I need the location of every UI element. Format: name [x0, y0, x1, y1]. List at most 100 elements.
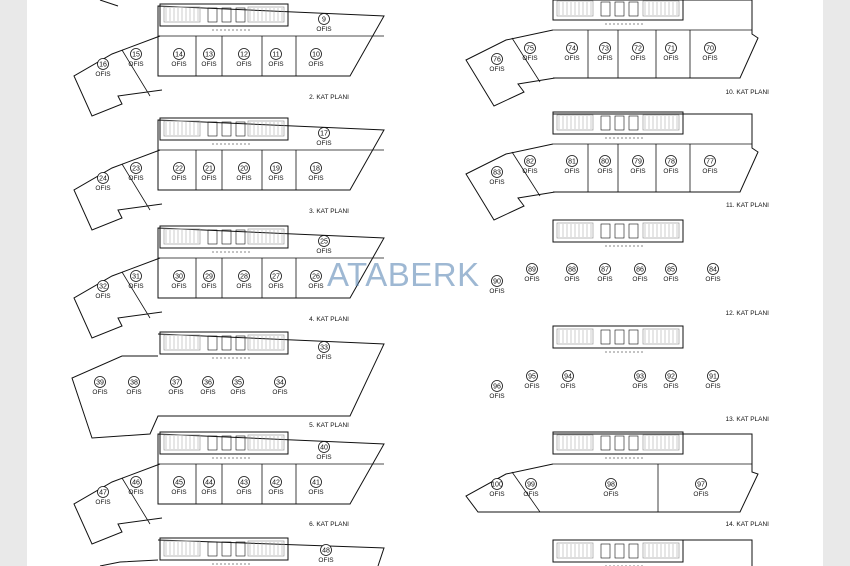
unit-label: OFIS	[564, 276, 580, 283]
floor-outline	[553, 113, 759, 193]
unit-number-circle	[128, 376, 140, 388]
elevator-shaft	[628, 543, 639, 559]
stair-right	[642, 542, 680, 559]
unit-label: OFIS	[489, 393, 505, 400]
unit-number: 16	[99, 62, 107, 69]
floor-plan-title: 11. KAT PLANI	[726, 202, 769, 209]
unit-label: OFIS	[95, 71, 111, 78]
wing-outline	[73, 257, 163, 339]
unit-label: OFIS	[522, 55, 538, 62]
stair-left	[163, 228, 201, 245]
floor-plan	[552, 539, 753, 566]
unit-number: 9	[322, 17, 326, 24]
unit-number: 93	[636, 374, 644, 381]
unit-number-circle	[318, 13, 330, 25]
floor-plan: 25OFIS26OFIS27OFIS28OFIS29OFIS30OFIS31OF…	[73, 225, 385, 339]
floor-plan: 91OFIS92OFIS93OFIS94OFIS95OFIS96OFIS13. …	[489, 325, 769, 423]
wing-partition	[511, 151, 541, 197]
unit-number: 20	[240, 166, 248, 173]
unit-number-circle	[97, 486, 109, 498]
unit-number-circle	[173, 476, 185, 488]
elevator-shaft	[614, 115, 625, 131]
unit-number: 73	[601, 46, 609, 53]
unit-label: OFIS	[268, 489, 284, 496]
wing-outline	[73, 35, 163, 117]
stair-left	[163, 434, 201, 451]
unit-number-circle	[310, 162, 322, 174]
unit-label: OFIS	[316, 248, 332, 255]
unit-number: 87	[601, 267, 609, 274]
unit-number: 77	[706, 159, 714, 166]
unit-label: OFIS	[489, 491, 505, 498]
core-outline	[159, 225, 289, 249]
floor-outline	[553, 0, 759, 79]
core-outline	[552, 219, 684, 243]
unit-label: OFIS	[489, 288, 505, 295]
unit-label: OFIS	[663, 55, 679, 62]
unit-label: OFIS	[168, 389, 184, 396]
unit-number-circle	[665, 370, 677, 382]
unit-number-circle	[524, 155, 536, 167]
unit-number: 19	[272, 166, 280, 173]
unit-number-circle	[203, 270, 215, 282]
unit-label: OFIS	[630, 168, 646, 175]
stair-right	[247, 228, 285, 245]
elevator-shaft	[600, 115, 611, 131]
elevator-shaft	[235, 7, 246, 23]
elevator-shaft	[221, 121, 232, 137]
unit-label: OFIS	[603, 491, 619, 498]
floor-outline	[157, 119, 385, 191]
unit-label: OFIS	[200, 389, 216, 396]
unit-number: 37	[172, 380, 180, 387]
unit-number: 97	[697, 482, 705, 489]
unit-label: OFIS	[564, 55, 580, 62]
unit-number-circle	[274, 376, 286, 388]
unit-label: OFIS	[663, 168, 679, 175]
unit-number-circle	[318, 235, 330, 247]
unit-label: OFIS	[524, 276, 540, 283]
unit-number: 15	[132, 52, 140, 59]
unit-label: OFIS	[523, 491, 539, 498]
unit-number: 89	[528, 267, 536, 274]
elevator-shaft	[221, 335, 232, 351]
unit-number: 18	[312, 166, 320, 173]
wing-outline	[99, 559, 159, 566]
floor-plan-title: 5. KAT PLANI	[309, 422, 349, 429]
elevator-shaft	[235, 541, 246, 557]
floor-plan-title: 2. KAT PLANI	[309, 94, 349, 101]
wing-outline	[465, 143, 556, 221]
unit-number-circle	[634, 263, 646, 275]
unit-label: OFIS	[597, 168, 613, 175]
unit-label: OFIS	[171, 61, 187, 68]
floor-plan: 33OFIS34OFIS35OFIS36OFIS37OFIS38OFIS39OF…	[71, 331, 385, 439]
unit-number-circle	[310, 48, 322, 60]
unit-number-circle	[525, 478, 537, 490]
unit-label: OFIS	[171, 175, 187, 182]
unit-label: OFIS	[92, 389, 108, 396]
unit-label: OFIS	[128, 489, 144, 496]
unit-number: 22	[175, 166, 183, 173]
unit-label: OFIS	[268, 283, 284, 290]
unit-number-circle	[270, 48, 282, 60]
unit-label: OFIS	[236, 175, 252, 182]
unit-number: 33	[320, 345, 328, 352]
unit-number-circle	[238, 476, 250, 488]
unit-number-circle	[173, 162, 185, 174]
unit-label: OFIS	[693, 491, 709, 498]
